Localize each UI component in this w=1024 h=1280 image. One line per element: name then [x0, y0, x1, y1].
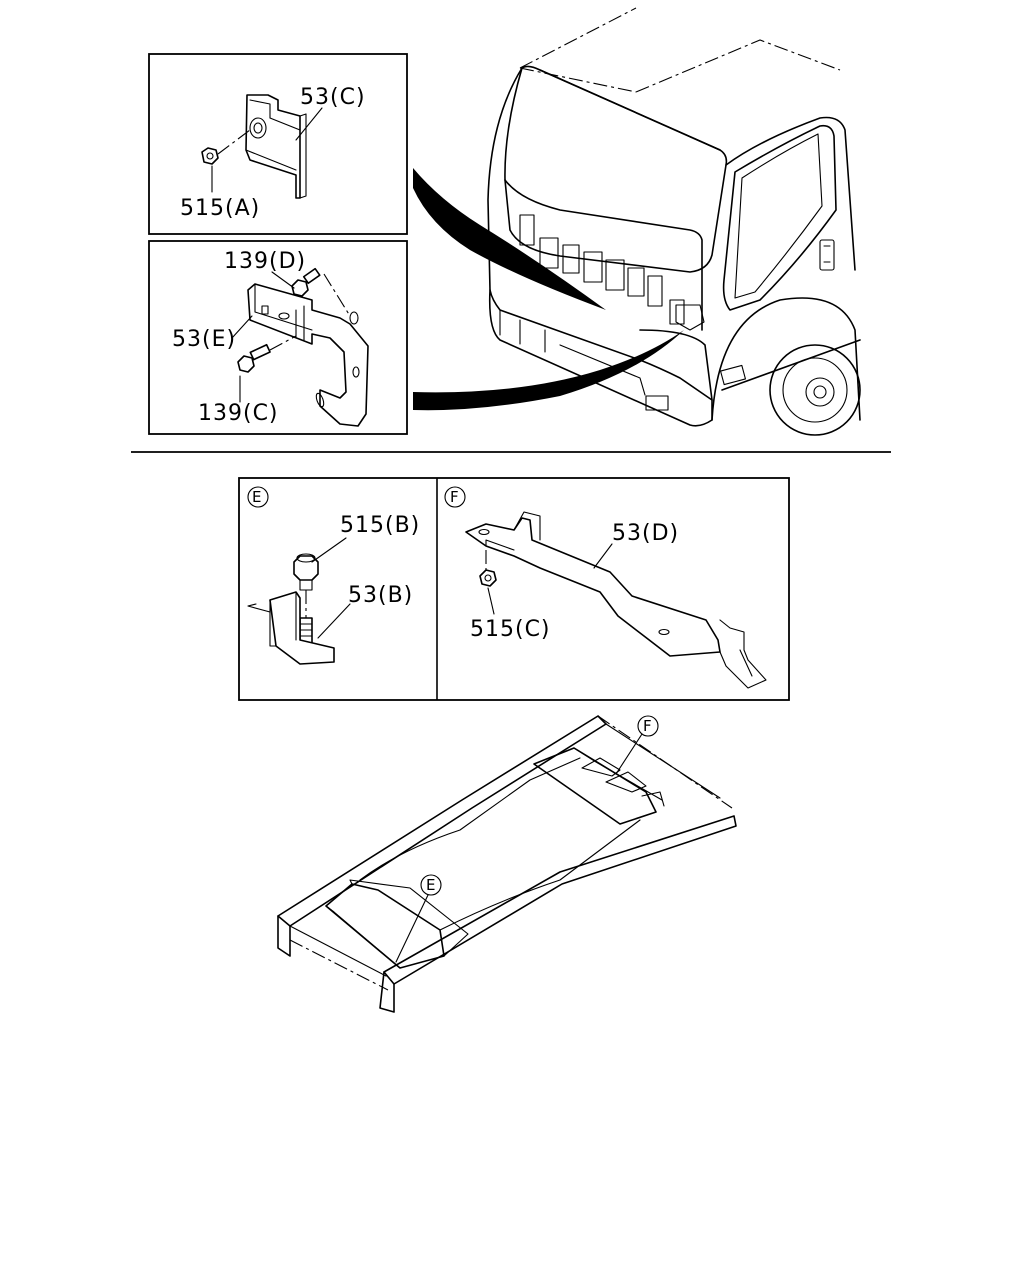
- callout-515a: 515(A): [180, 196, 260, 221]
- callout-53c: 53(C): [300, 85, 366, 110]
- truck-cab-illustration: [413, 7, 861, 436]
- callout-139c: 139(C): [198, 401, 279, 426]
- callout-53d: 53(D): [612, 521, 679, 546]
- view-f-marker-icon: [444, 486, 466, 508]
- view-f-marker-label: F: [450, 488, 459, 506]
- callout-515b: 515(B): [340, 513, 420, 538]
- callout-53e: 53(E): [172, 327, 236, 352]
- callout-139d: 139(D): [224, 249, 306, 274]
- chassis-frame-illustration: F E: [277, 715, 737, 1013]
- callout-515c: 515(C): [470, 617, 551, 642]
- frame-marker-e-label: E: [426, 876, 435, 894]
- frame-marker-f-icon: [637, 715, 659, 737]
- callout-53b: 53(B): [348, 583, 413, 608]
- detail-box-53c: 53(C) 515(A): [148, 53, 408, 235]
- view-e-detail: E 515(B) 53(B): [247, 486, 420, 665]
- frame-marker-e-icon: [420, 874, 442, 896]
- detail-box-views: [238, 477, 790, 701]
- detail-box-53e: 139(D) 53(E) 139(C): [148, 240, 408, 435]
- frame-marker-f-label: F: [643, 717, 652, 735]
- view-e-marker-label: E: [252, 488, 261, 506]
- view-f-detail: F 53(D) 515(C): [444, 486, 767, 689]
- view-e-marker-icon: [247, 486, 269, 508]
